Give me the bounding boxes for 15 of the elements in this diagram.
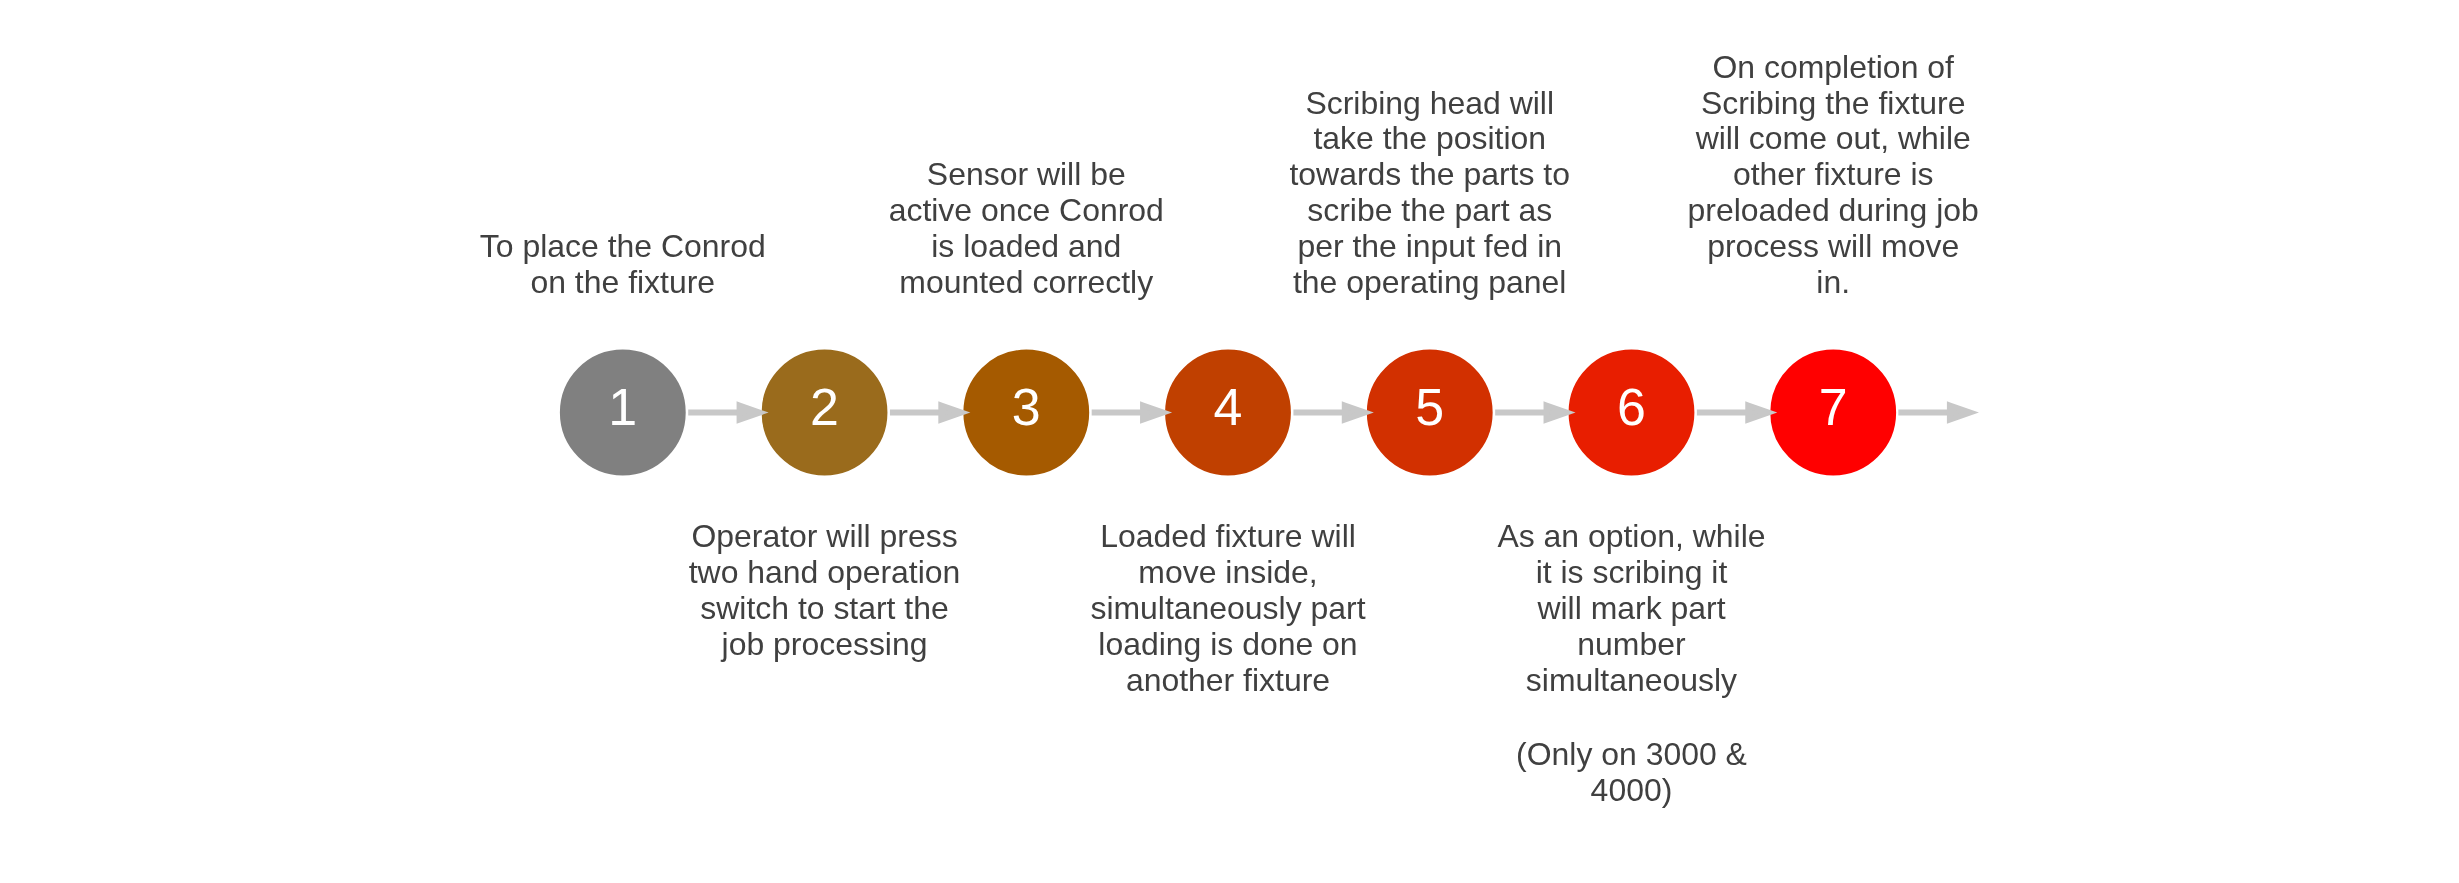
node-label: As an option, while it is scribing it will mark part number simultaneously xyxy=(1497,517,1766,698)
node-label: Loaded fixture will move inside, simultaneously part loading is done on another fixture xyxy=(1090,517,1366,698)
node-label: (Only on 3000 & 4000) xyxy=(1516,735,1747,808)
node-label: On completion of Scribing the fixture will come out, while other fixture is preloaded during job process will move in. xyxy=(1687,48,1979,301)
node-label: To place the Conrod on the fixture xyxy=(479,228,766,301)
arrow xyxy=(889,401,971,424)
arrow xyxy=(1495,401,1576,424)
arrow xyxy=(1696,401,1778,424)
arrow xyxy=(1091,401,1173,424)
node-label: Operator will press two hand operation switch to start the job processing xyxy=(688,517,961,662)
arrow xyxy=(688,401,769,424)
node-label: Sensor will be active once Conrod is loaded and mounted correctly xyxy=(888,156,1164,301)
arrow xyxy=(1293,401,1374,424)
node-label: Scribing head will take the position towards the parts to scribe the part as per the input fed in the operating panel xyxy=(1289,84,1570,301)
arrow xyxy=(1898,401,1979,424)
